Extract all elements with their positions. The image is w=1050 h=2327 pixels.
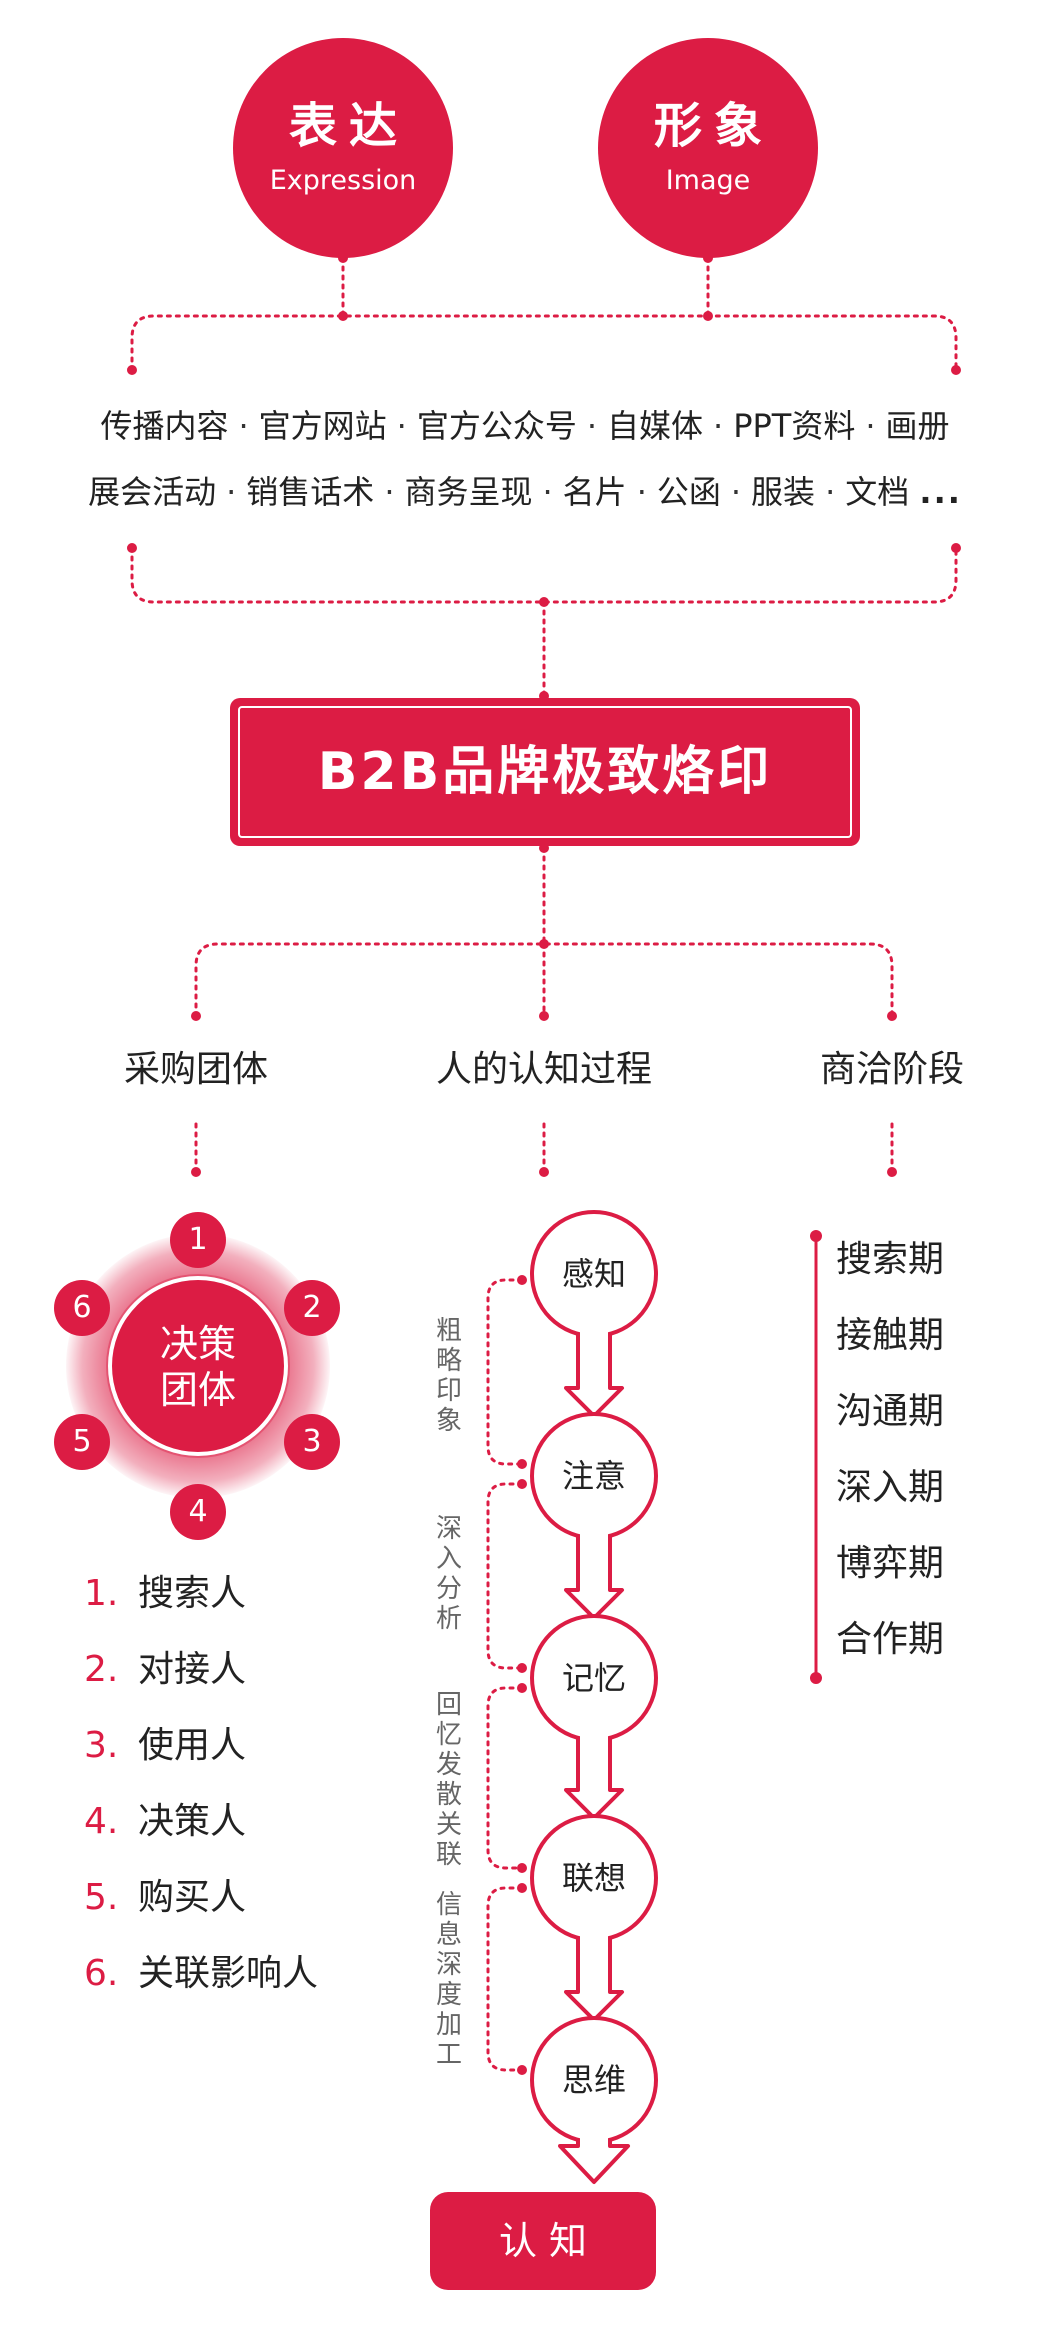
channel-separator: · [825,473,836,511]
banner-frame [238,706,852,838]
expression-title: 表达 [288,98,409,154]
member-number-4: 4 [170,1484,226,1540]
channel-item: 公函 [656,473,721,511]
channel-item: 传播内容 [100,407,229,445]
image-subtitle: Image [665,165,751,196]
role-label: 决策人 [138,1801,247,1842]
channel-separator: · [730,473,742,511]
channel-separator: · [396,407,407,445]
stage-memory: 记忆 [561,1659,626,1697]
phase-item: 合作期 [836,1619,945,1660]
core-line-1: 决策 [159,1322,236,1366]
heading-negotiation: 商洽阶段 [819,1049,964,1090]
expression-subtitle: Expression [269,165,417,196]
channel-item: 官方网站 [258,407,387,445]
channel-item: 销售话术 [246,473,375,511]
role-number: 1. [84,1573,119,1614]
role-number: 2. [84,1649,119,1690]
channel-separator: · [865,407,876,445]
member-number-6: 6 [54,1280,110,1336]
channel-item: 服装 [751,473,816,511]
role-label: 搜索人 [138,1573,247,1614]
role-number: 3. [84,1725,119,1766]
heading-cognition: 人的认知过程 [435,1049,652,1090]
role-item: 5. 购买人 [84,1876,246,1920]
role-item: 2. 对接人 [84,1648,246,1692]
image-title: 形象 [653,98,774,154]
phase-item: 博弈期 [836,1543,945,1584]
link-label-rough-impression: 粗略印象 [435,1316,462,1436]
banner-title: B2B品牌极致烙印 [317,742,773,802]
member-number-3: 3 [284,1414,340,1470]
channel-separator: · [586,407,598,445]
role-number: 5. [84,1877,119,1918]
phase-item: 深入期 [836,1467,945,1508]
channel-item: 名片 [562,473,627,511]
channel-item: 文档 [845,473,910,511]
channel-item: 展会活动 [88,473,217,511]
stage-thinking: 思维 [561,2061,626,2099]
expression-circle: 表达 Expression [233,38,453,258]
channel-item: 画册 [885,407,950,445]
decision-group-core: 决策 团体 [108,1276,288,1456]
role-label: 关联影响人 [138,1953,319,1994]
channel-item: 商务呈现 [404,473,533,511]
cognition-result: 认知 [430,2192,656,2290]
brand-banner: B2B品牌极致烙印 [230,698,860,846]
role-item: 3. 使用人 [84,1724,246,1768]
stage-attention: 注意 [561,1457,626,1495]
link-label-recall: 回忆发散关联 [435,1690,462,1870]
role-label: 购买人 [138,1877,247,1918]
link-label-deep-analysis: 深入分析 [435,1514,462,1634]
channel-separator: · [542,473,553,511]
link-label-deep-processing: 信息深度加工 [435,1890,462,2070]
role-item: 6. 关联影响人 [84,1952,318,1996]
member-number-1: 1 [170,1212,226,1268]
role-item: 4. 决策人 [84,1800,246,1844]
channel-item: 自媒体 [607,407,704,445]
role-label: 对接人 [138,1649,247,1690]
channels-row-1: 传播内容·官方网站·官方公众号·自媒体·PPT资料·画册 [20,406,1030,446]
channel-item: 官方公众号 [416,407,577,445]
core-line-2: 团体 [159,1368,236,1412]
stage-association: 联想 [561,1859,626,1897]
phase-item: 沟通期 [836,1391,945,1432]
image-circle: 形象 Image [598,38,818,258]
phase-item: 搜索期 [836,1239,945,1280]
heading-buyers: 采购团体 [123,1049,268,1090]
role-number: 6. [84,1953,119,1994]
phase-item: 接触期 [836,1315,945,1356]
channel-separator: · [384,473,395,511]
channel-separator: · [713,407,724,445]
member-number-5: 5 [54,1414,110,1470]
stage-perception: 感知 [561,1255,626,1293]
ellipsis: ... [919,473,962,511]
channel-separator: · [636,473,647,511]
role-number: 4. [84,1801,119,1842]
channels-row-2: 展会活动·销售话术·商务呈现·名片·公函·服装·文档 ... [20,472,1030,512]
role-label: 使用人 [138,1725,247,1766]
channel-separator: · [226,473,237,511]
channel-separator: · [238,407,249,445]
channel-item: PPT资料 [733,407,856,445]
role-item: 1. 搜索人 [84,1572,246,1616]
member-number-2: 2 [284,1280,340,1336]
